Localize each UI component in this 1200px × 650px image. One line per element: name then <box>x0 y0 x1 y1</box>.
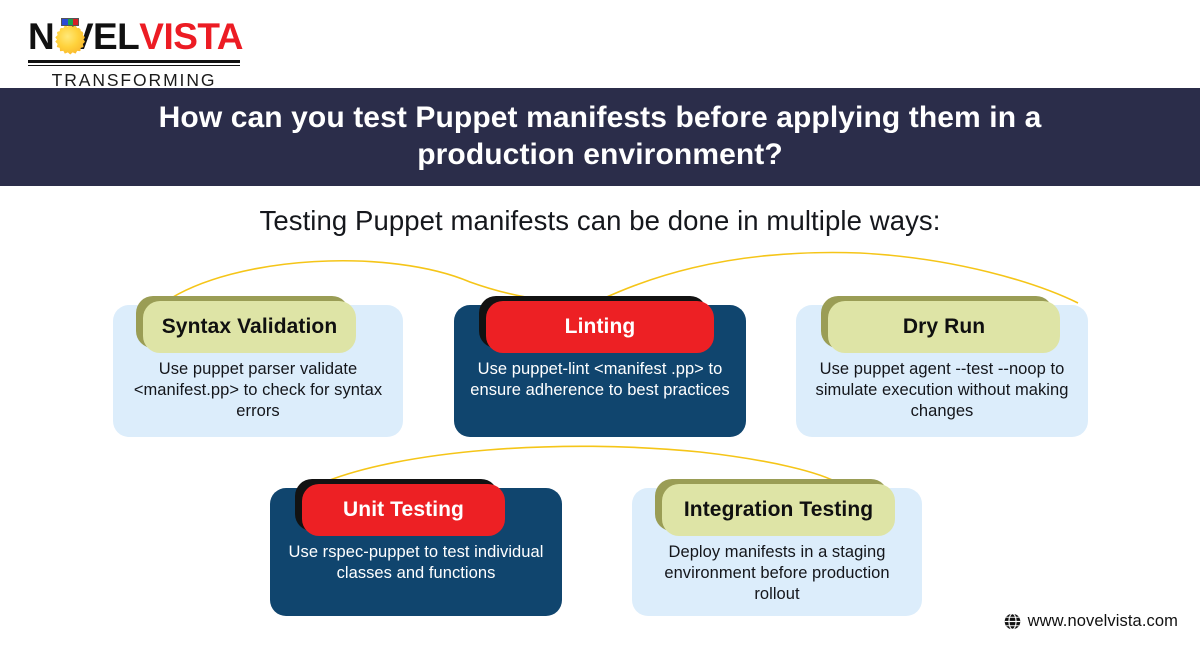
footer-website[interactable]: www.novelvista.com <box>1004 612 1178 631</box>
card-title: Integration Testing <box>683 498 874 521</box>
card-description: Use puppet parser validate <manifest.pp>… <box>133 360 383 420</box>
card-unit-testing[interactable]: Unit Testing Use rspec-puppet to test in… <box>270 479 562 616</box>
subtitle-text: Testing Puppet manifests can be done in … <box>259 205 941 236</box>
card-integration-testing[interactable]: Integration Testing Deploy manifests in … <box>632 479 922 616</box>
card-title-pill: Dry Run <box>828 301 1060 353</box>
card-dry-run[interactable]: Dry Run Use puppet agent --test --noop t… <box>796 296 1088 437</box>
sun-burst-icon <box>55 17 86 55</box>
card-title-pill: Syntax Validation <box>143 301 356 353</box>
globe-icon <box>1004 613 1020 630</box>
card-description: Use puppet-lint <manifest .pp> to ensure… <box>470 360 730 399</box>
card-description: Use rspec-puppet to test individual clas… <box>288 543 544 582</box>
card-title: Unit Testing <box>343 498 464 521</box>
card-syntax-validation[interactable]: Syntax Validation Use puppet parser vali… <box>113 296 403 437</box>
logo-divider-thin <box>28 65 240 66</box>
logo-text-part1: N <box>28 15 55 57</box>
card-description: Use puppet agent --test --noop to simula… <box>815 360 1069 420</box>
footer-url: www.novelvista.com <box>1027 612 1178 630</box>
logo-divider-thick <box>28 60 240 63</box>
question-banner: How can you test Puppet manifests before… <box>0 88 1200 186</box>
card-title: Dry Run <box>902 315 986 338</box>
card-title-pill: Linting <box>486 301 714 353</box>
logo-wordmark: N VEL VISTA <box>28 14 243 58</box>
card-title-pill: Integration Testing <box>662 484 895 536</box>
card-description: Deploy manifests in a staging environmen… <box>664 543 890 603</box>
logo-text-part3: VISTA <box>139 15 243 57</box>
logo-bar: N VEL VISTA TRANSFORMING SKILLS <box>0 0 1200 111</box>
card-linting[interactable]: Linting Use puppet-lint <manifest .pp> t… <box>454 296 746 437</box>
card-title: Syntax Validation <box>161 315 338 338</box>
card-title: Linting <box>564 315 636 338</box>
banner-title: How can you test Puppet manifests before… <box>158 101 1042 171</box>
card-title-pill: Unit Testing <box>302 484 505 536</box>
